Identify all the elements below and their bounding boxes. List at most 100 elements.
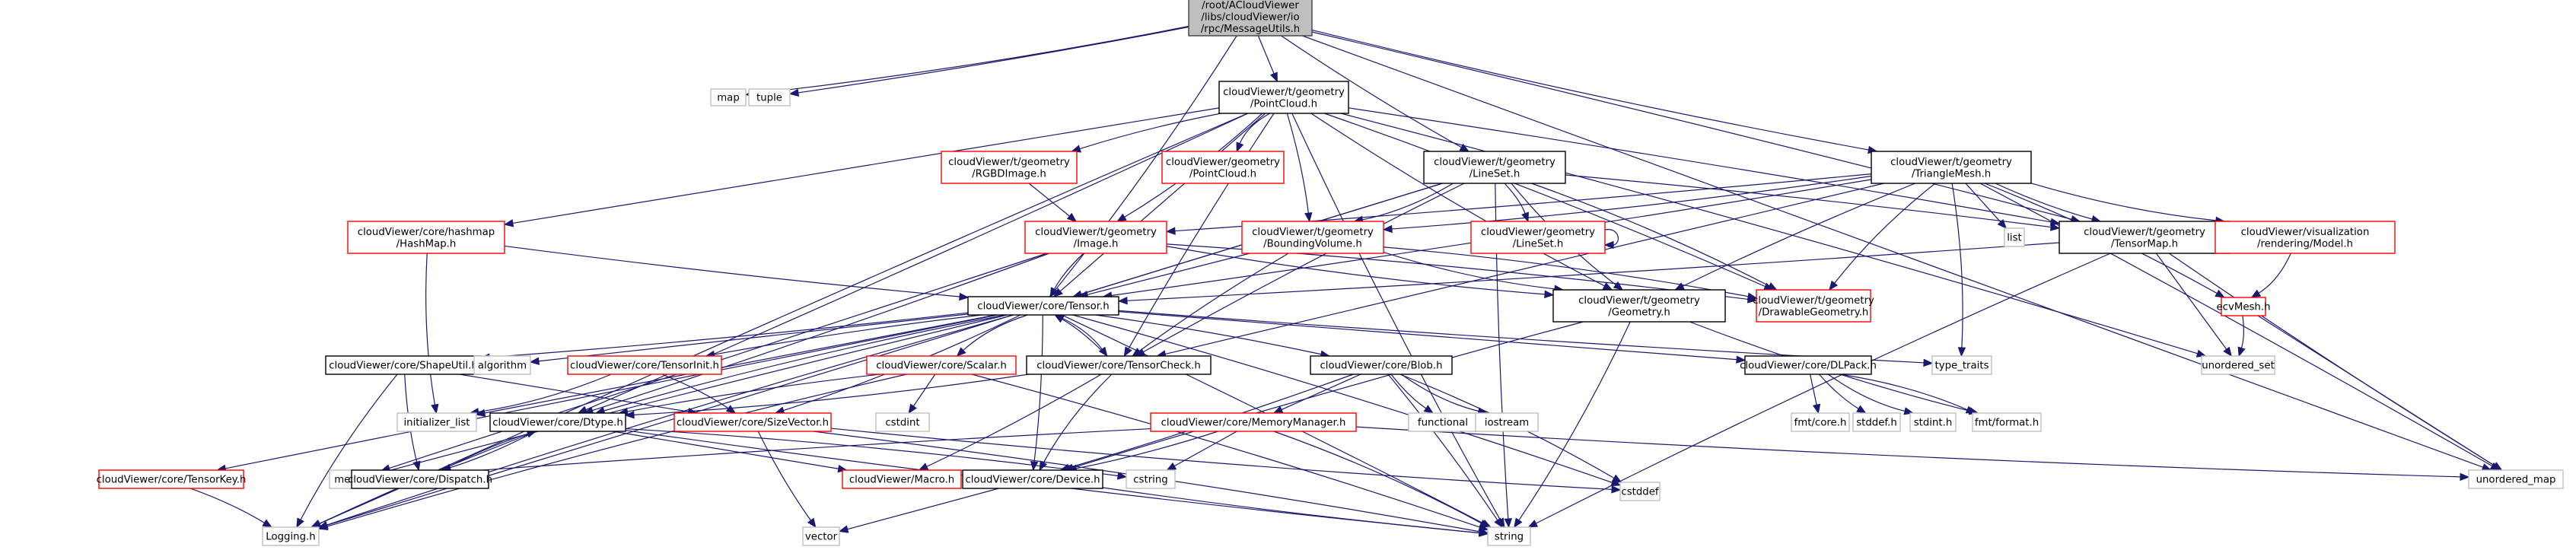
arrowhead-icon xyxy=(1030,460,1039,472)
node-box xyxy=(802,526,840,546)
node-label: fmt/format.h xyxy=(1975,418,2039,429)
arrowhead-icon xyxy=(2237,346,2246,358)
node-label: /Geometry.h xyxy=(1608,307,1670,318)
node-DLPack[interactable]: cloudViewer/core/DLPack.h xyxy=(1740,355,1877,375)
node-SizeVector[interactable]: cloudViewer/core/SizeVector.h xyxy=(673,412,832,432)
node-DrawableGeometry[interactable]: cloudViewer/t/geometry/DrawableGeometry.… xyxy=(1753,289,1874,323)
node-box xyxy=(1744,355,1872,375)
node-label: cloudViewer/Macro.h xyxy=(849,475,954,486)
arrowhead-icon xyxy=(1544,290,1555,299)
include-edge-tPointCloud-to-HashMap xyxy=(503,107,1220,227)
node-box xyxy=(1188,0,1313,37)
node-gLineSet[interactable]: cloudViewer/geometry/LineSet.h xyxy=(1470,221,1606,254)
node-Image[interactable]: cloudViewer/t/geometry/Image.h xyxy=(1024,221,1167,254)
node-Device[interactable]: cloudViewer/core/Device.h xyxy=(962,469,1103,489)
include-edge-MemoryManager-to-cstring xyxy=(1166,431,1237,471)
edge-line xyxy=(1127,113,1275,350)
edge-line xyxy=(1390,374,1428,409)
node-tLineSet[interactable]: cloudViewer/t/geometry/LineSet.h xyxy=(1423,151,1566,184)
node-box xyxy=(1126,469,1176,489)
node-box xyxy=(1161,151,1285,184)
include-edge-Dtype-to-cstring xyxy=(625,428,1128,480)
node-cstring: cstring xyxy=(1126,469,1176,489)
edge-line xyxy=(318,488,400,525)
arrowhead-icon xyxy=(1603,240,1614,250)
node-TensorKey[interactable]: cloudViewer/core/TensorKey.h xyxy=(97,469,247,489)
node-box xyxy=(98,469,244,489)
arrowhead-icon xyxy=(1997,218,2008,229)
edge-line xyxy=(1348,107,2052,223)
node-label: string xyxy=(1495,532,1524,543)
edge-line xyxy=(1257,35,1275,75)
arrowhead-icon xyxy=(2250,289,2262,298)
edge-line xyxy=(1302,35,2484,469)
node-box xyxy=(941,151,1078,184)
node-label: cloudViewer/t/geometry xyxy=(948,157,1070,168)
node-MemoryManager[interactable]: cloudViewer/core/MemoryManager.h xyxy=(1150,412,1357,432)
node-box xyxy=(1218,81,1349,114)
edge-line xyxy=(1281,35,1463,148)
node-label: cloudViewer/geometry xyxy=(1481,227,1595,238)
node-tPointCloud[interactable]: cloudViewer/t/geometry/PointCloud.h xyxy=(1218,81,1349,114)
node-Macro[interactable]: cloudViewer/Macro.h xyxy=(842,469,962,489)
edge-line xyxy=(1387,374,1498,522)
nodes-layer: /root/ACloudViewer/libs/cloudViewer/io/r… xyxy=(97,0,2564,546)
node-TensorInit[interactable]: cloudViewer/core/TensorInit.h xyxy=(567,355,722,375)
node-Tensor[interactable]: cloudViewer/core/Tensor.h xyxy=(967,296,1119,316)
arrowhead-icon xyxy=(956,347,966,357)
node-label: cloudViewer/t/geometry xyxy=(1252,227,1374,238)
node-root[interactable]: /root/ACloudViewer/libs/cloudViewer/io/r… xyxy=(1188,0,1313,37)
node-label: fmt/core.h xyxy=(1794,418,1847,429)
node-box xyxy=(673,412,832,432)
include-edge-Dispatch-to-Logging xyxy=(310,488,400,528)
edge-line xyxy=(1361,183,1454,221)
arrowhead-icon xyxy=(2460,472,2470,482)
arrowhead-icon xyxy=(1132,347,1142,357)
node-Model[interactable]: cloudViewer/visualization/rendering/Mode… xyxy=(2215,221,2396,254)
node-ecvMesh[interactable]: ecvMesh.h xyxy=(2216,297,2271,316)
node-Blob[interactable]: cloudViewer/core/Blob.h xyxy=(1310,355,1453,375)
include-edge-Tensor-to-DLPack xyxy=(1118,311,1747,364)
node-Dtype[interactable]: cloudViewer/core/Dtype.h xyxy=(489,412,626,432)
include-edge-TensorMap-to-unordered_set xyxy=(2155,253,2232,358)
arrowhead-icon xyxy=(2049,223,2061,231)
edge-line xyxy=(1078,113,1221,150)
edge-line xyxy=(1383,246,1750,297)
edge-line xyxy=(1126,242,2060,301)
include-edge-TriangleMesh-to-BoundingVolume xyxy=(1382,175,1872,234)
node-box xyxy=(1756,289,1871,323)
edge-line xyxy=(326,374,907,528)
node-HashMap[interactable]: cloudViewer/core/hashmap/HashMap.h xyxy=(347,221,505,254)
arrowhead-icon xyxy=(1116,213,1127,222)
node-tuple: tuple xyxy=(748,88,791,107)
edge-line xyxy=(1965,183,2001,223)
include-edge-Image-to-Tensor xyxy=(1049,253,1084,298)
node-gPointCloud[interactable]: cloudViewer/geometry/PointCloud.h xyxy=(1161,151,1285,184)
node-Dispatch[interactable]: cloudViewer/core/Dispatch.h xyxy=(348,469,492,489)
edge-line xyxy=(483,314,996,414)
node-TriangleMesh[interactable]: cloudViewer/t/geometry/TriangleMesh.h xyxy=(1871,151,2032,184)
include-edge-Scalar-to-cstdint xyxy=(908,374,936,415)
edge-line xyxy=(626,374,880,412)
edge-line xyxy=(1839,374,1969,411)
node-RGBDImage[interactable]: cloudViewer/t/geometry/RGBDImage.h xyxy=(941,151,1078,184)
node-Geometry[interactable]: cloudViewer/t/geometry/Geometry.h xyxy=(1552,289,1726,323)
node-TensorCheck[interactable]: cloudViewer/core/TensorCheck.h xyxy=(1026,355,1212,375)
edge-line xyxy=(2257,315,2495,467)
include-edge-tLineSet-to-TensorMap xyxy=(1565,174,2061,231)
node-label: cloudViewer/core/MemoryManager.h xyxy=(1161,418,1346,429)
node-initializer_list: initializer_list xyxy=(396,412,477,432)
node-label: cloudViewer/core/TensorInit.h xyxy=(570,361,719,372)
include-edge-TensorCheck-to-Tensor xyxy=(1054,314,1108,357)
node-Scalar[interactable]: cloudViewer/core/Scalar.h xyxy=(866,355,1017,375)
edge-line xyxy=(1311,29,1870,151)
node-ShapeUtil[interactable]: cloudViewer/core/ShapeUtil.h xyxy=(325,355,482,375)
include-edge-TriangleMesh-to-DrawableGeometry xyxy=(1829,183,1936,291)
node-label: cloudViewer/core/Scalar.h xyxy=(876,361,1007,372)
edge-line xyxy=(591,253,1050,412)
node-BoundingVolume[interactable]: cloudViewer/t/geometry/BoundingVolume.h xyxy=(1241,221,1384,254)
node-TensorMap[interactable]: cloudViewer/t/geometry/TensorMap.h xyxy=(2059,221,2231,254)
node-box xyxy=(875,412,930,432)
edge-line xyxy=(1979,183,2493,467)
arrowhead-icon xyxy=(1613,281,1624,291)
